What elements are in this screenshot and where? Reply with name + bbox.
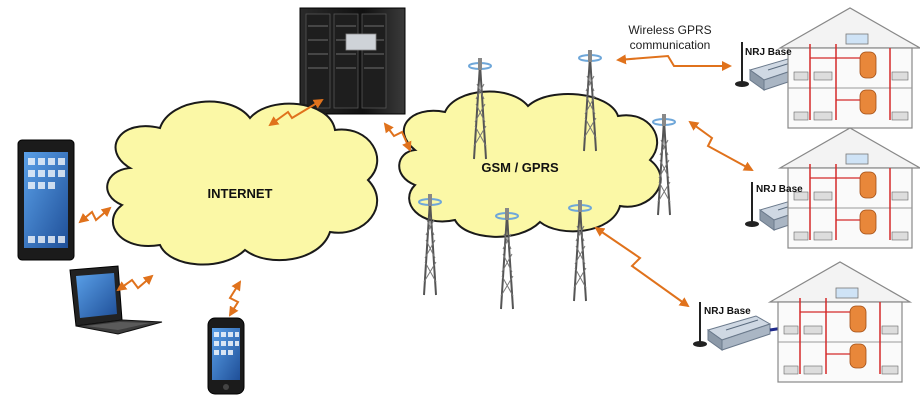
server-rack-icon	[299, 7, 406, 115]
internet-label: INTERNET	[208, 186, 273, 201]
communication-label: communication	[630, 38, 711, 52]
tablet-icon	[17, 139, 75, 261]
wireless-link-icon	[78, 54, 754, 317]
house-heating-icon	[769, 261, 911, 383]
site-top: NRJ Base	[734, 7, 920, 129]
wireless-gprs-label: Wireless GPRS	[628, 23, 711, 37]
laptop-icon	[69, 265, 163, 335]
nrj-base-label-top: NRJ Base	[745, 47, 792, 58]
site-middle: NRJ Base	[744, 127, 920, 249]
internet-cloud	[106, 100, 379, 266]
gsm-gprs-label: GSM / GPRS	[481, 160, 559, 175]
nrj-base-label-bottom: NRJ Base	[704, 306, 751, 317]
smartphone-icon	[207, 317, 245, 395]
site-bottom: NRJ Base	[692, 261, 911, 383]
cell-tower-icon	[652, 113, 676, 216]
nrj-base-label-middle: NRJ Base	[756, 184, 803, 195]
house-heating-icon	[779, 7, 920, 129]
